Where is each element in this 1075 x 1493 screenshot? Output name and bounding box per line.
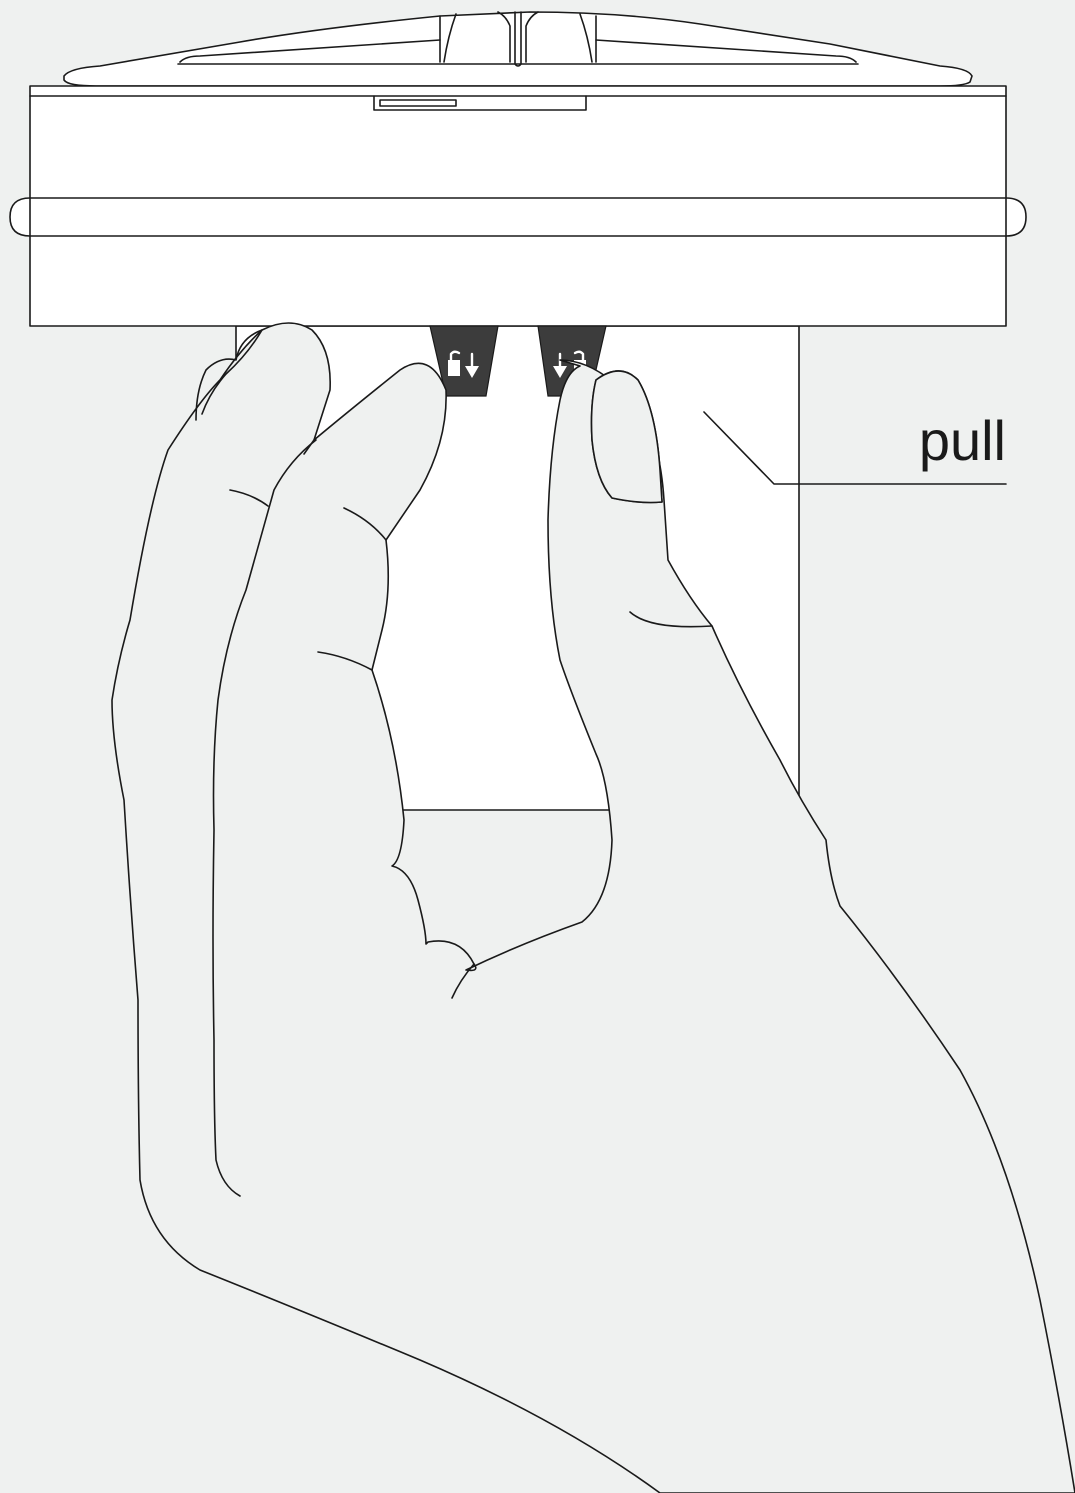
pull-label: pull <box>919 409 1006 472</box>
device-body <box>10 86 1026 326</box>
device-lid <box>64 12 972 86</box>
hand <box>112 323 1075 1493</box>
